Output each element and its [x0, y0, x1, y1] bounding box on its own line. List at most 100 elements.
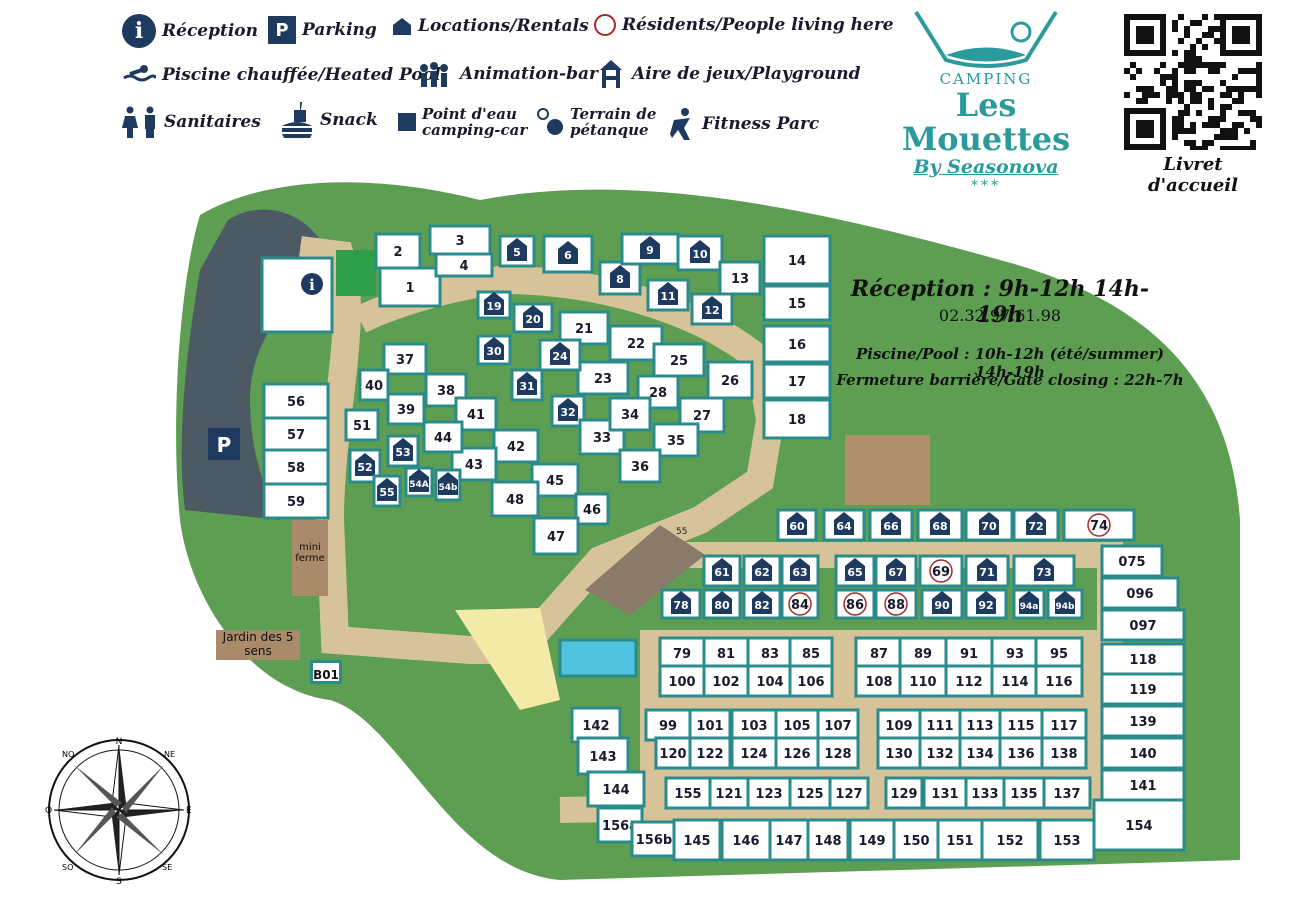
rental-house-icon [377, 478, 397, 501]
qr-code[interactable] [1124, 14, 1262, 150]
lot-139[interactable] [1100, 704, 1186, 738]
lot-number: 8 [616, 273, 624, 286]
lot-42[interactable] [492, 428, 540, 464]
lot-b01[interactable]: B01 [310, 660, 342, 684]
lot-134[interactable] [958, 736, 1002, 770]
rental-house-icon [610, 265, 630, 288]
lot-number: 65 [847, 566, 862, 579]
lot-143[interactable] [576, 736, 630, 776]
lot-57[interactable] [262, 416, 330, 452]
lot-109[interactable] [876, 708, 922, 742]
lot-119[interactable] [1100, 672, 1186, 706]
lot-096[interactable] [1100, 576, 1180, 610]
lot-36[interactable] [618, 448, 662, 484]
lot-132[interactable] [918, 736, 962, 770]
lot-58[interactable] [262, 448, 330, 486]
lot-number: 135 [1010, 787, 1037, 802]
brand-by: By Seasonova [913, 156, 1059, 178]
lot-17[interactable] [762, 362, 832, 400]
lot-number: 69 [932, 565, 950, 580]
lot-097[interactable] [1100, 608, 1186, 642]
lot-101[interactable] [688, 708, 732, 742]
lot-25[interactable] [652, 342, 706, 378]
lot-3[interactable] [428, 224, 492, 256]
lot-44[interactable] [422, 420, 464, 454]
lot-59[interactable] [262, 482, 330, 520]
lot-131[interactable] [922, 776, 968, 810]
lot-85[interactable] [788, 636, 834, 670]
lot-144[interactable] [586, 770, 646, 808]
lot-112[interactable] [944, 664, 994, 698]
rental-house-icon [484, 337, 504, 360]
lot-129[interactable] [884, 776, 924, 810]
lot-number: 133 [971, 787, 998, 802]
lot-number: 151 [946, 834, 973, 849]
lot-1[interactable] [378, 266, 442, 308]
lot-122[interactable] [688, 736, 732, 770]
lot-127[interactable] [828, 776, 870, 810]
lot-137[interactable] [1042, 776, 1092, 810]
lot-81[interactable] [702, 636, 750, 670]
lot-117[interactable] [1040, 708, 1088, 742]
lot-34[interactable] [608, 396, 652, 432]
lot-102[interactable] [702, 664, 750, 698]
lot-40[interactable] [358, 368, 390, 402]
lot-149[interactable] [848, 818, 896, 862]
legend-reception: i Réception [122, 14, 258, 48]
lot-39[interactable] [386, 392, 426, 426]
lot-120[interactable] [654, 736, 692, 770]
rental-house-icon [393, 438, 413, 461]
petanque-court [845, 435, 930, 505]
lot-18[interactable] [762, 398, 832, 440]
lot-138[interactable] [1040, 736, 1088, 770]
lot-142[interactable] [570, 706, 622, 744]
lot-130[interactable] [876, 736, 922, 770]
lot-79[interactable] [658, 636, 706, 670]
lot-4[interactable] [434, 252, 494, 278]
lot-26[interactable] [706, 360, 754, 400]
lot-14[interactable] [762, 234, 832, 286]
lot-152[interactable] [980, 818, 1040, 862]
lot-number: 30 [486, 345, 502, 358]
lot-148[interactable] [806, 818, 850, 862]
compass-ne: NE [164, 750, 175, 759]
lot-126[interactable] [774, 736, 820, 770]
lot-128[interactable] [816, 736, 860, 770]
lot-153[interactable] [1038, 818, 1096, 862]
lot-89[interactable] [898, 636, 948, 670]
lot-150[interactable] [892, 818, 940, 862]
rental-house-icon [438, 472, 458, 495]
lot-135[interactable] [1002, 776, 1046, 810]
lot-106[interactable] [788, 664, 834, 698]
lot-145[interactable] [672, 818, 722, 862]
lot-110[interactable] [898, 664, 948, 698]
lot-23[interactable] [576, 360, 630, 396]
lot-48[interactable] [490, 480, 540, 518]
lot-15[interactable] [762, 284, 832, 322]
lot-51[interactable] [344, 408, 380, 442]
lot-number: 155 [674, 787, 701, 802]
lot-95[interactable] [1034, 636, 1084, 670]
lot-075[interactable] [1100, 544, 1164, 578]
lot-number: 152 [996, 834, 1023, 849]
lot-116[interactable] [1034, 664, 1084, 698]
lot-number: 52 [357, 461, 372, 474]
lot-100[interactable] [658, 664, 706, 698]
lot-16[interactable] [762, 324, 832, 364]
lot-46[interactable] [574, 492, 610, 526]
compass-rose: N NE E SE S SO O NO [45, 737, 192, 885]
lot-2[interactable] [374, 232, 422, 270]
compass-o: O [45, 806, 52, 816]
lot-47[interactable] [532, 516, 580, 556]
lot-124[interactable] [730, 736, 778, 770]
lot-13[interactable] [718, 260, 762, 296]
lot-number: 58 [287, 461, 305, 476]
lot-37[interactable] [382, 342, 428, 376]
lot-45[interactable] [530, 462, 580, 498]
lot-140[interactable] [1100, 736, 1186, 770]
lot-154[interactable] [1092, 798, 1186, 852]
lot-123[interactable] [746, 776, 792, 810]
lot-number: 63 [792, 566, 807, 579]
lot-146[interactable] [720, 818, 772, 862]
